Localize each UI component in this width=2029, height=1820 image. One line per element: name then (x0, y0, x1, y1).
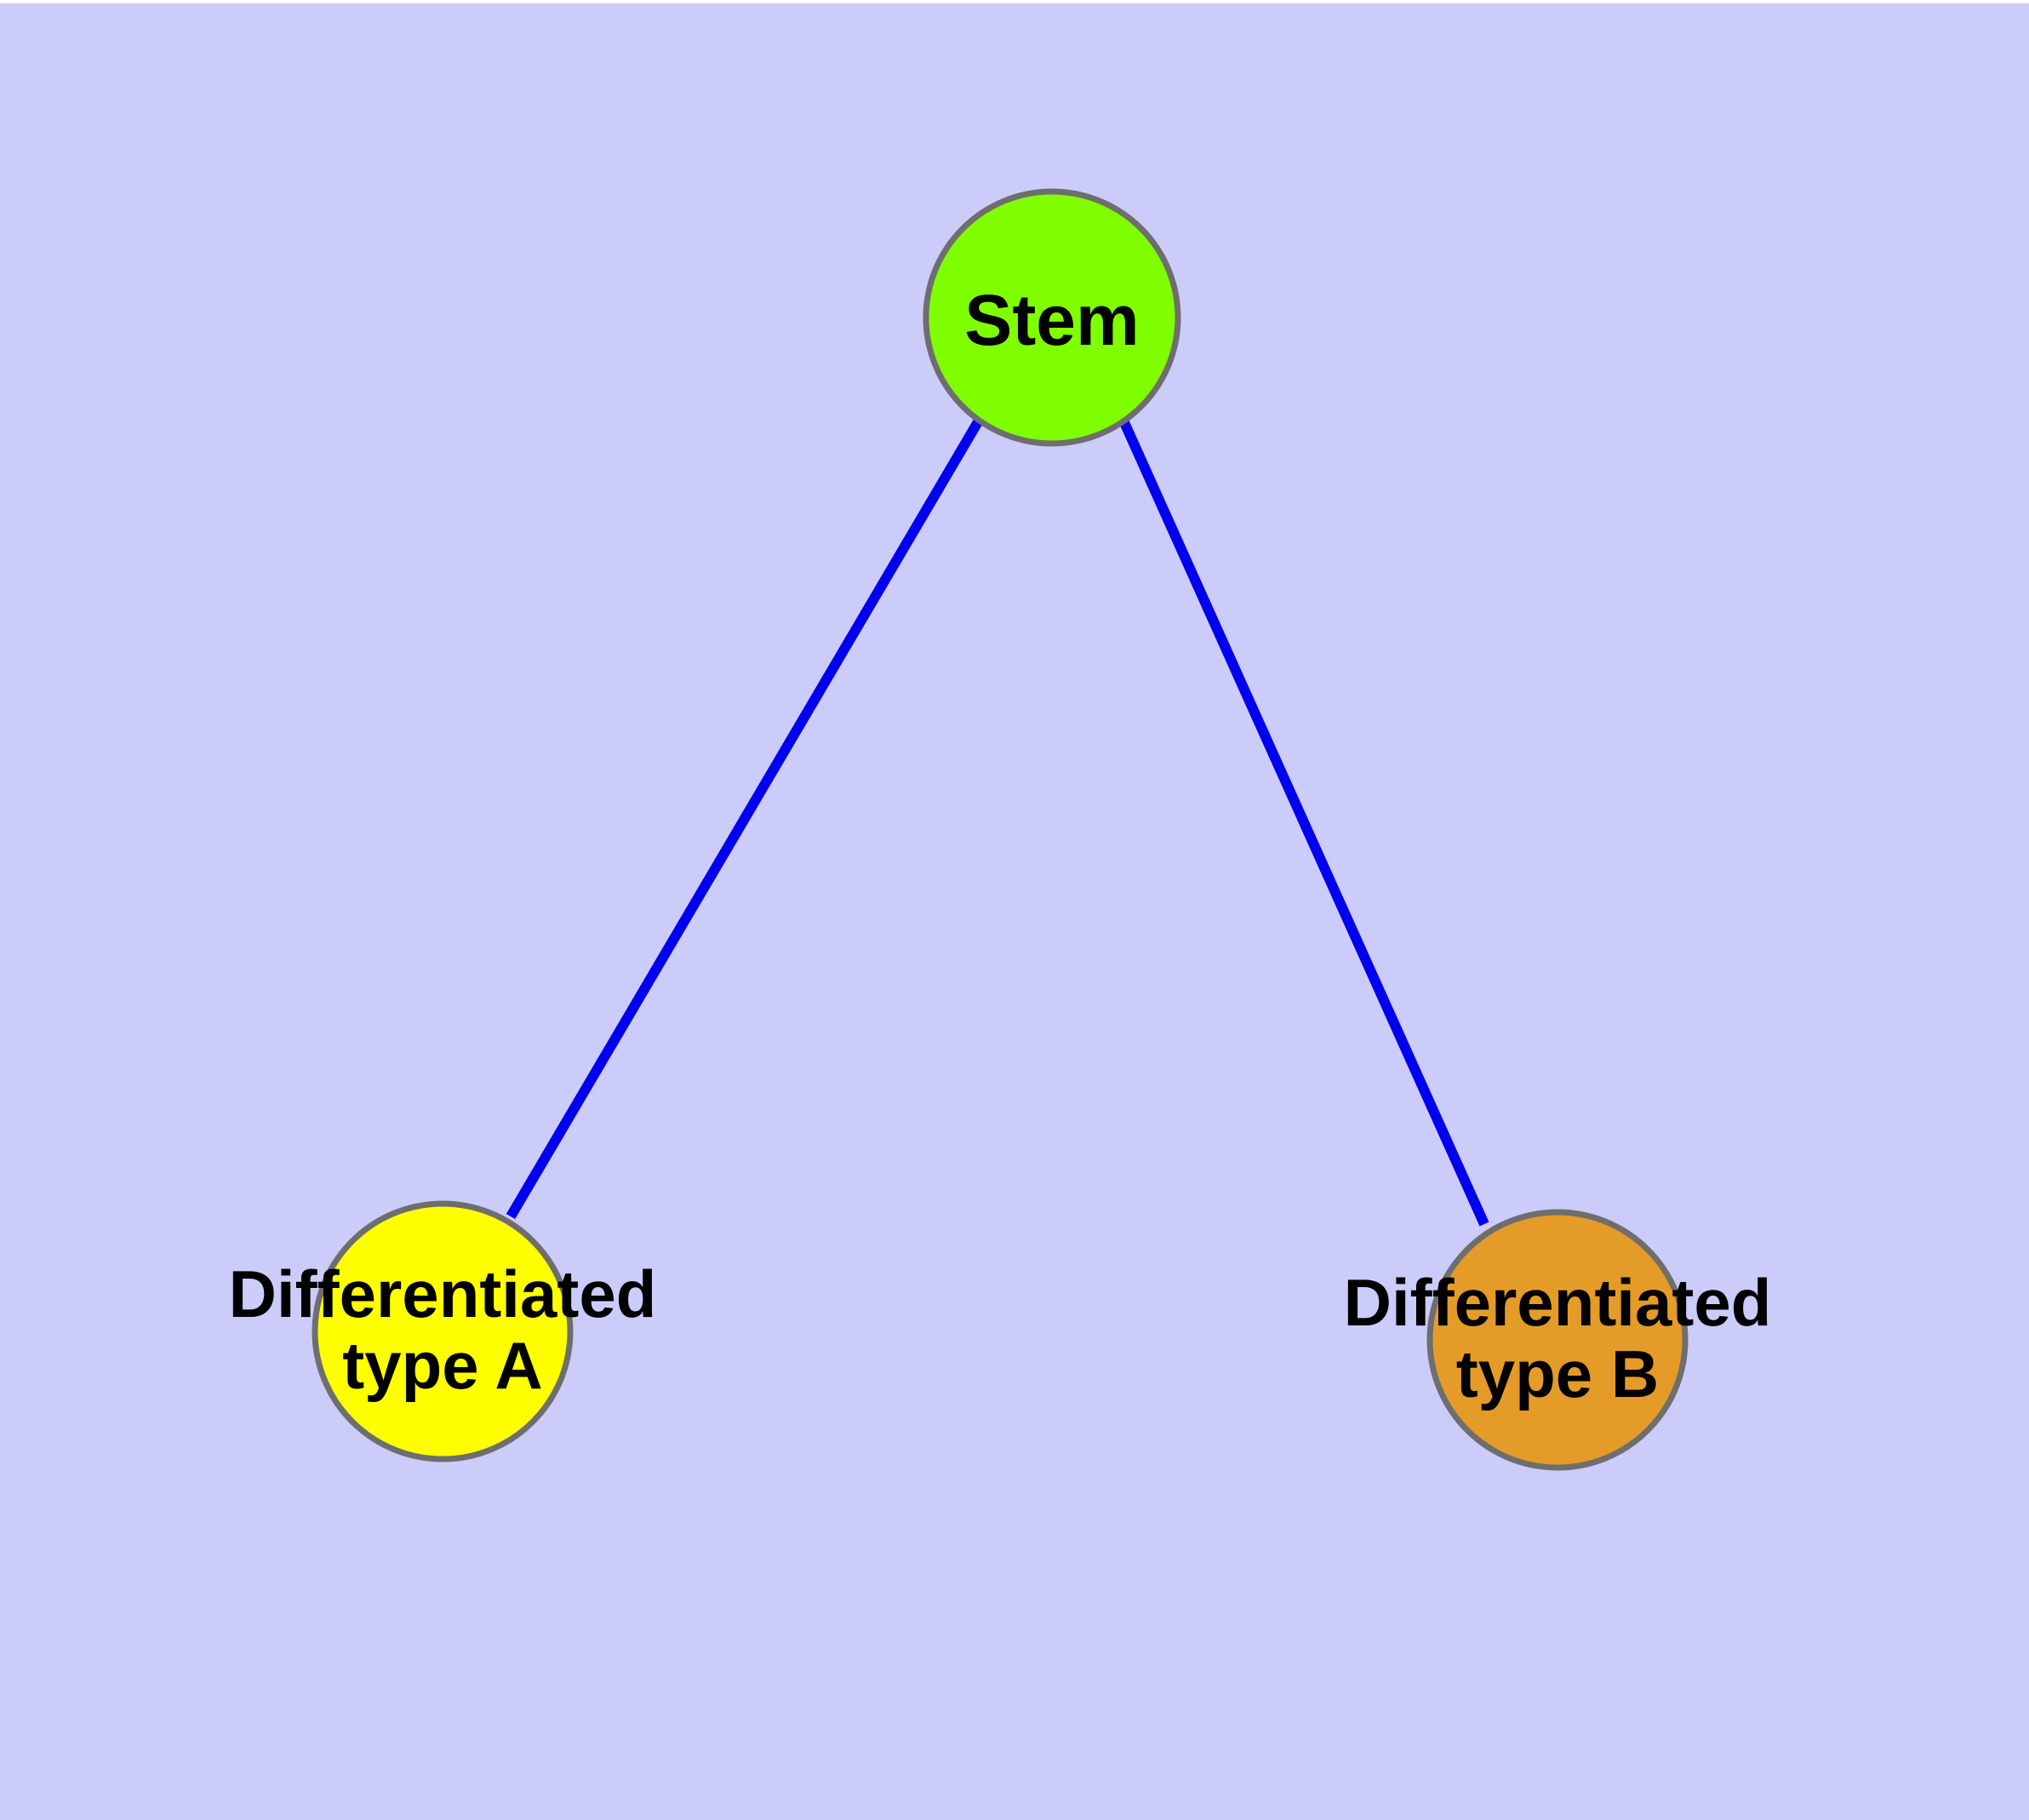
graph-svg (311, 188, 1689, 1471)
edge-stem-to-differentiated-type-b[interactable] (1118, 418, 1489, 1227)
node-stem[interactable] (923, 188, 1181, 447)
node-layer (311, 188, 1689, 1471)
edge-layer (506, 417, 1489, 1227)
node-differentiated-type-b[interactable] (1426, 1209, 1689, 1471)
edge-stem-to-differentiated-type-a[interactable] (506, 417, 984, 1220)
node-differentiated-type-a[interactable] (311, 1200, 574, 1462)
